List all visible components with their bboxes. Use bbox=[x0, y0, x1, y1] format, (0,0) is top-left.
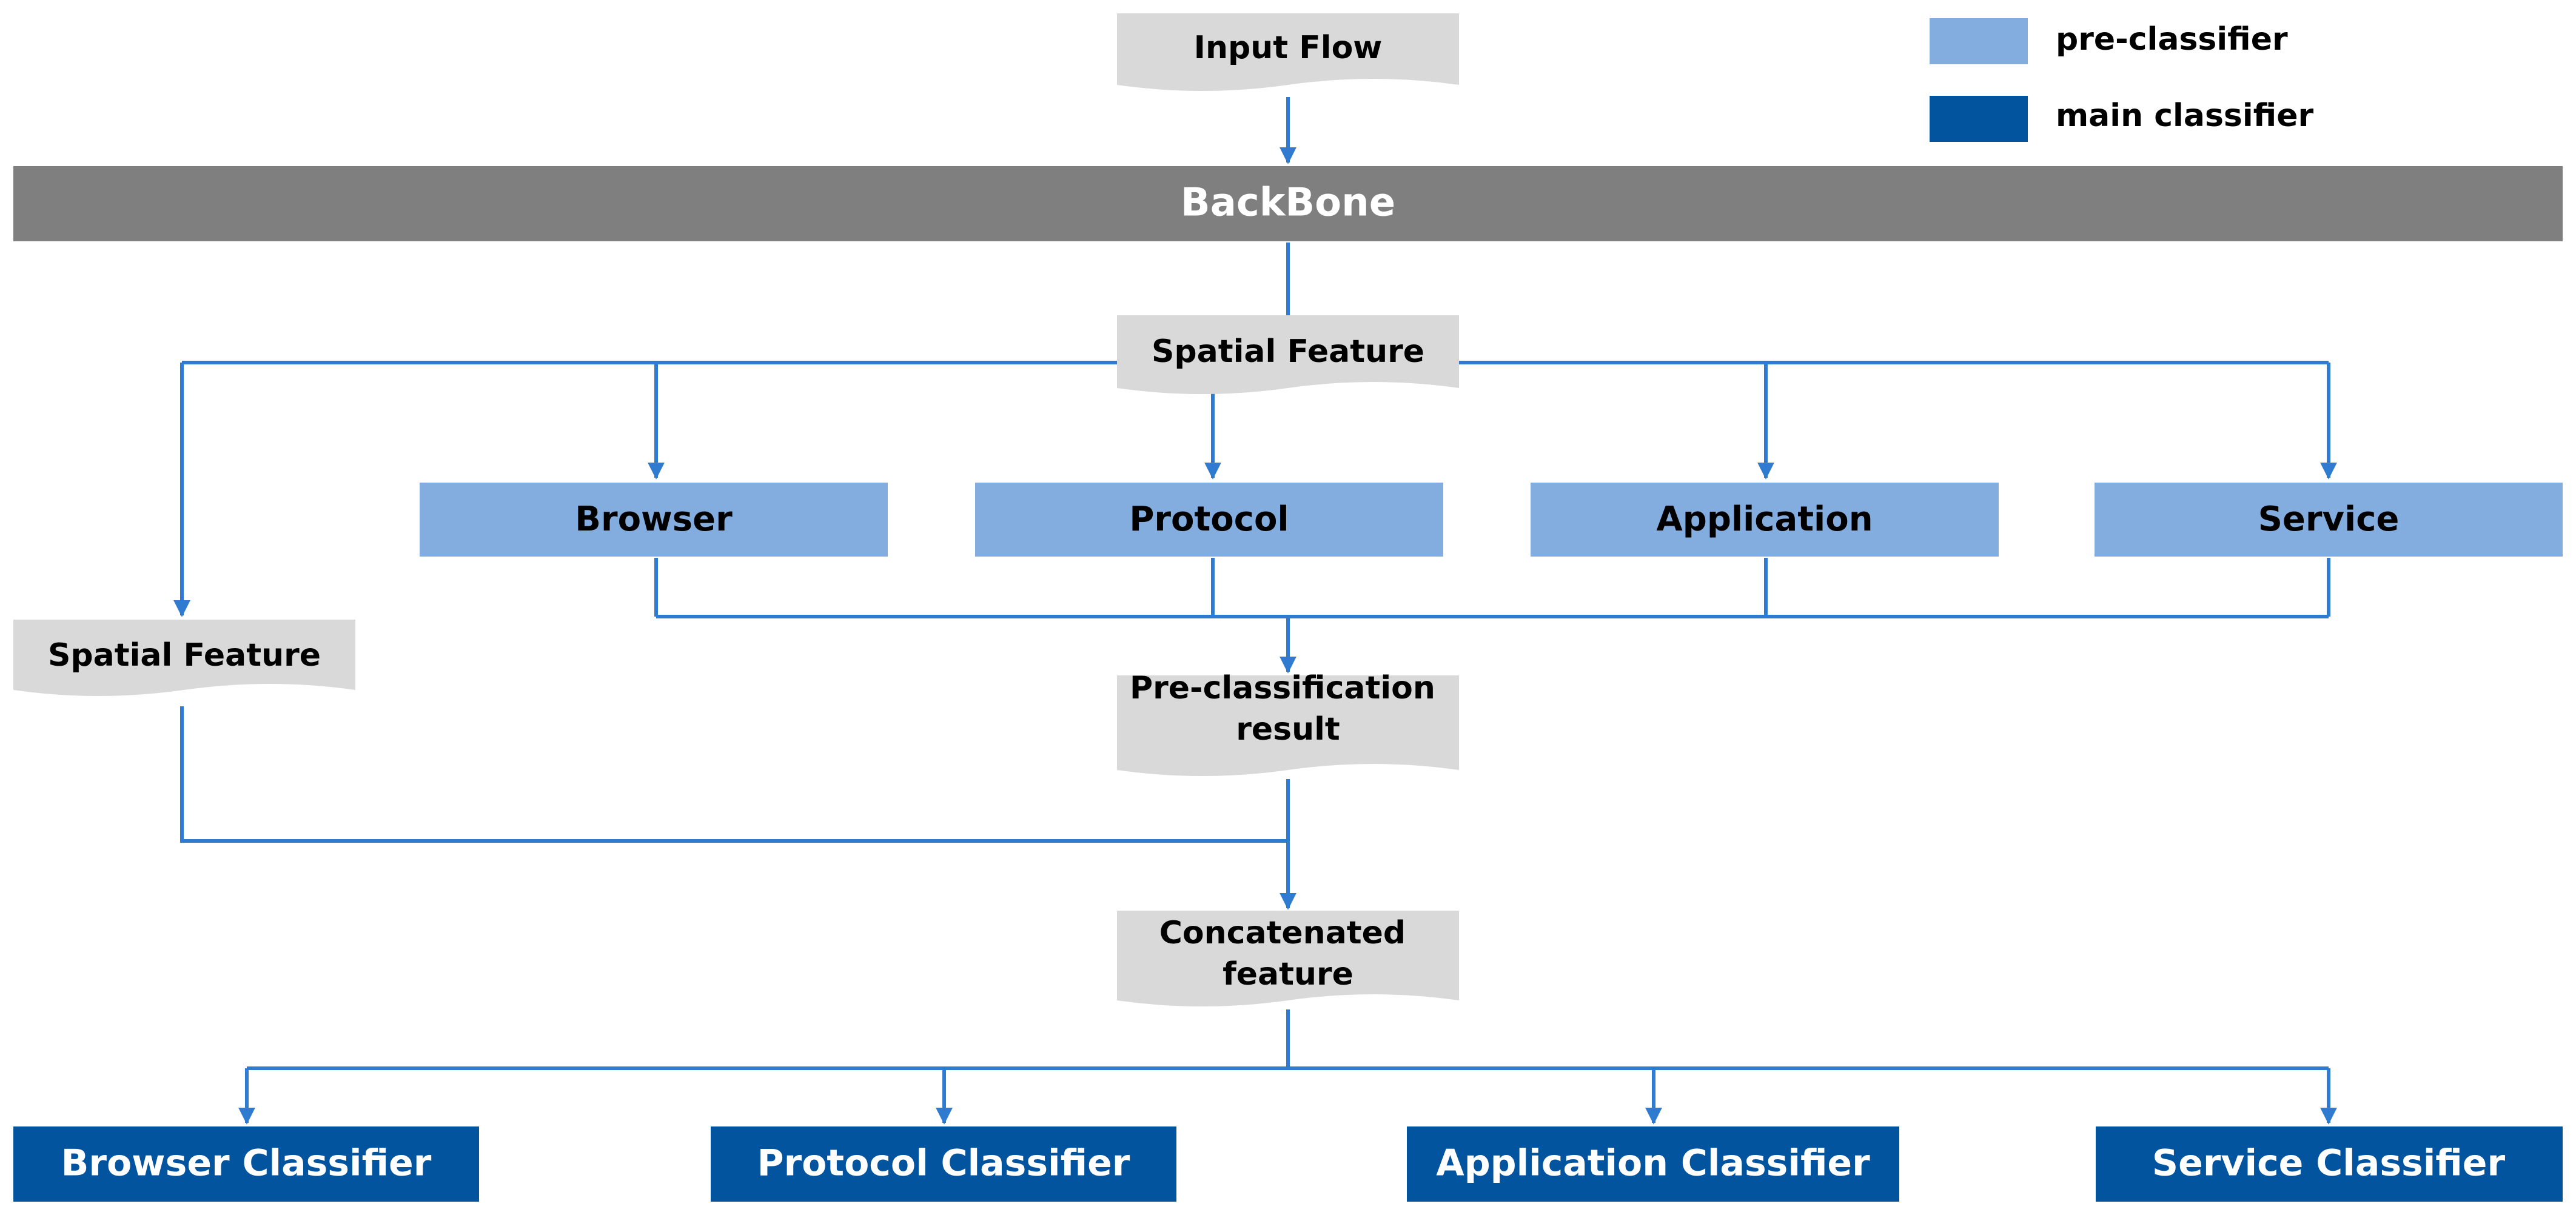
spatial-feature-top-shape bbox=[1117, 315, 1459, 394]
main-classifier-protocol-label: Protocol Classifier bbox=[757, 1142, 1130, 1185]
pre-classifier-browser-label: Browser bbox=[575, 500, 733, 539]
spatial-feature-top-label: Spatial Feature bbox=[1152, 333, 1424, 370]
backbone-node: BackBone bbox=[13, 166, 2563, 241]
pre-classifier-browser-box bbox=[420, 483, 888, 557]
pre-classifier-protocol-label: Protocol bbox=[1129, 500, 1289, 539]
main-classifier-browser-box bbox=[13, 1126, 479, 1202]
pre-classification-result-node: Pre-classification result bbox=[1117, 670, 1459, 776]
main-classifier-service-box bbox=[2096, 1126, 2563, 1202]
concatenated-feature-label: Concatenated feature bbox=[1159, 915, 1417, 992]
concatenated-feature-shape bbox=[1117, 911, 1459, 1006]
main-classifier-browser-label: Browser Classifier bbox=[61, 1142, 432, 1185]
main-classifier-application-box bbox=[1407, 1126, 1899, 1202]
pre-classifier-application-label: Application bbox=[1656, 500, 1873, 539]
main-classifier-application-label: Application Classifier bbox=[1436, 1142, 1870, 1185]
pre-classifier-service-box bbox=[2095, 483, 2563, 557]
pre-classifier-application-box bbox=[1531, 483, 1999, 557]
pre-classification-result-line-1: Pre-classification bbox=[1130, 670, 1435, 706]
main-classifier-protocol-box bbox=[711, 1126, 1176, 1202]
pre-classifier-protocol-box bbox=[975, 483, 1443, 557]
pre-classifiers: Browser Protocol Application Service bbox=[420, 483, 2563, 557]
backbone-bar bbox=[13, 166, 2563, 241]
pre-classifier-service-label: Service bbox=[2258, 500, 2400, 539]
input-flow-shape bbox=[1117, 13, 1459, 91]
concatenated-feature-node: Concatenated feature bbox=[1117, 911, 1459, 1006]
concatenated-feature-line-2: feature bbox=[1223, 956, 1353, 992]
spatial-feature-side-node: Spatial Feature bbox=[13, 620, 355, 696]
input-flow-label: Input Flow bbox=[1194, 30, 1383, 66]
backbone-label: BackBone bbox=[1181, 181, 1395, 226]
main-classifier-service-label: Service Classifier bbox=[2152, 1142, 2506, 1185]
pre-classification-result-label: Pre-classification result bbox=[1130, 670, 1446, 748]
spatial-feature-side-label: Spatial Feature bbox=[48, 637, 321, 674]
legend: pre-classifier main classifier bbox=[1930, 18, 2313, 142]
spatial-feature-side-shape bbox=[13, 620, 355, 696]
main-classifiers: Browser Classifier Protocol Classifier A… bbox=[13, 1126, 2563, 1202]
connector-side-spatial-join bbox=[180, 706, 1288, 843]
pre-classification-result-line-2: result bbox=[1236, 711, 1340, 748]
spatial-feature-top-node: Spatial Feature bbox=[1117, 315, 1459, 394]
legend-pre-classifier-swatch bbox=[1930, 18, 2028, 64]
legend-main-classifier-swatch bbox=[1930, 96, 2028, 142]
input-flow-node: Input Flow bbox=[1117, 13, 1459, 91]
legend-pre-classifier-label: pre-classifier bbox=[2056, 21, 2288, 58]
legend-main-classifier-label: main classifier bbox=[2056, 98, 2313, 134]
pre-classification-result-shape bbox=[1117, 675, 1459, 776]
concatenated-feature-line-1: Concatenated bbox=[1159, 915, 1406, 951]
